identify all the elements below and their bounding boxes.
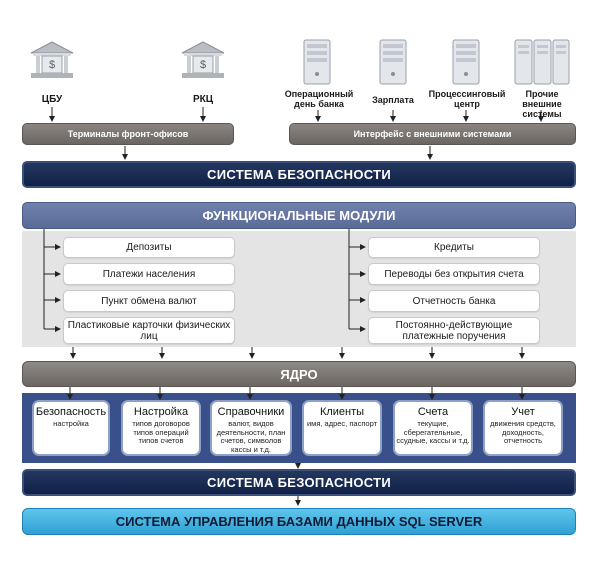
server-icon <box>452 39 480 85</box>
core-module-subtitle: валют, видов деятельности, план счетов, … <box>216 419 286 454</box>
sql-server-dbms-bar: СИСТЕМА УПРАВЛЕНИЯ БАЗАМИ ДАННЫХ SQL SER… <box>22 508 576 535</box>
server-icon <box>303 39 331 85</box>
svg-text:$: $ <box>49 59 55 71</box>
source-label-other: Прочие внешние системы <box>522 89 562 119</box>
functional-modules-bar: ФУНКЦИОНАЛЬНЫЕ МОДУЛИ <box>22 202 576 229</box>
core-module-subtitle: типов договоров типов операций типов сче… <box>132 419 190 445</box>
module-credits: Кредиты <box>368 237 540 258</box>
core-module-references: Справочники валют, видов деятельности, п… <box>210 400 292 456</box>
server-icon <box>379 39 407 85</box>
module-population-payments: Платежи населения <box>63 263 235 285</box>
core-module-title: Клиенты <box>319 406 365 418</box>
source-label-rkc: РКЦ <box>192 94 214 105</box>
source-label-salary: Зарплата <box>372 95 414 105</box>
core-module-settings: Настройка типов договоров типов операций… <box>121 400 201 456</box>
core-module-title: Безопасность <box>35 406 107 418</box>
core-module-subtitle: настройка <box>53 419 89 428</box>
core-module-accounting: Учет движения средств, доходность, отчет… <box>483 400 563 456</box>
module-plastic-cards: Пластиковые карточки физических лиц <box>63 317 235 344</box>
core-module-clients: Клиенты имя, адрес, паспорт <box>302 400 382 456</box>
security-system-bottom-bar: СИСТЕМА БЕЗОПАСНОСТИ <box>22 469 576 496</box>
core-module-subtitle: движения средств, доходность, отчетность <box>490 419 556 445</box>
core-module-security: Безопасность настройка <box>32 400 110 456</box>
module-currency-exchange: Пункт обмена валют <box>63 290 235 312</box>
server-cluster-icon <box>514 39 570 85</box>
core-module-title: Справочники <box>217 406 285 418</box>
core-module-subtitle: текущие, сберегательные, ссудные, кассы … <box>396 419 470 445</box>
bank-building-icon: $ <box>30 41 74 78</box>
core-module-subtitle: имя, адрес, паспорт <box>306 419 378 428</box>
core-module-title: Учет <box>511 406 535 418</box>
module-deposits: Депозиты <box>63 237 235 258</box>
source-label-opday: Операционный день банка <box>284 89 354 109</box>
module-transfers: Переводы без открытия счета <box>368 263 540 285</box>
front-office-terminals-bar: Терминалы фронт-офисов <box>22 123 234 145</box>
source-label-cbu: ЦБУ <box>41 94 63 105</box>
core-module-title: Настройка <box>133 406 189 418</box>
external-interface-bar: Интерфейс с внешними системами <box>289 123 576 145</box>
source-label-processing: Процессинговый центр <box>428 89 506 109</box>
svg-text:$: $ <box>200 59 206 71</box>
core-module-title: Счета <box>417 406 449 418</box>
core-module-accounts: Счета текущие, сберегательные, ссудные, … <box>393 400 473 456</box>
core-bar: ЯДРО <box>22 361 576 387</box>
security-system-top-bar: СИСТЕМА БЕЗОПАСНОСТИ <box>22 161 576 188</box>
module-bank-reporting: Отчетность банка <box>368 290 540 312</box>
module-standing-orders: Постоянно-действующие платежные поручени… <box>368 317 540 344</box>
bank-building-icon: $ <box>181 41 225 78</box>
